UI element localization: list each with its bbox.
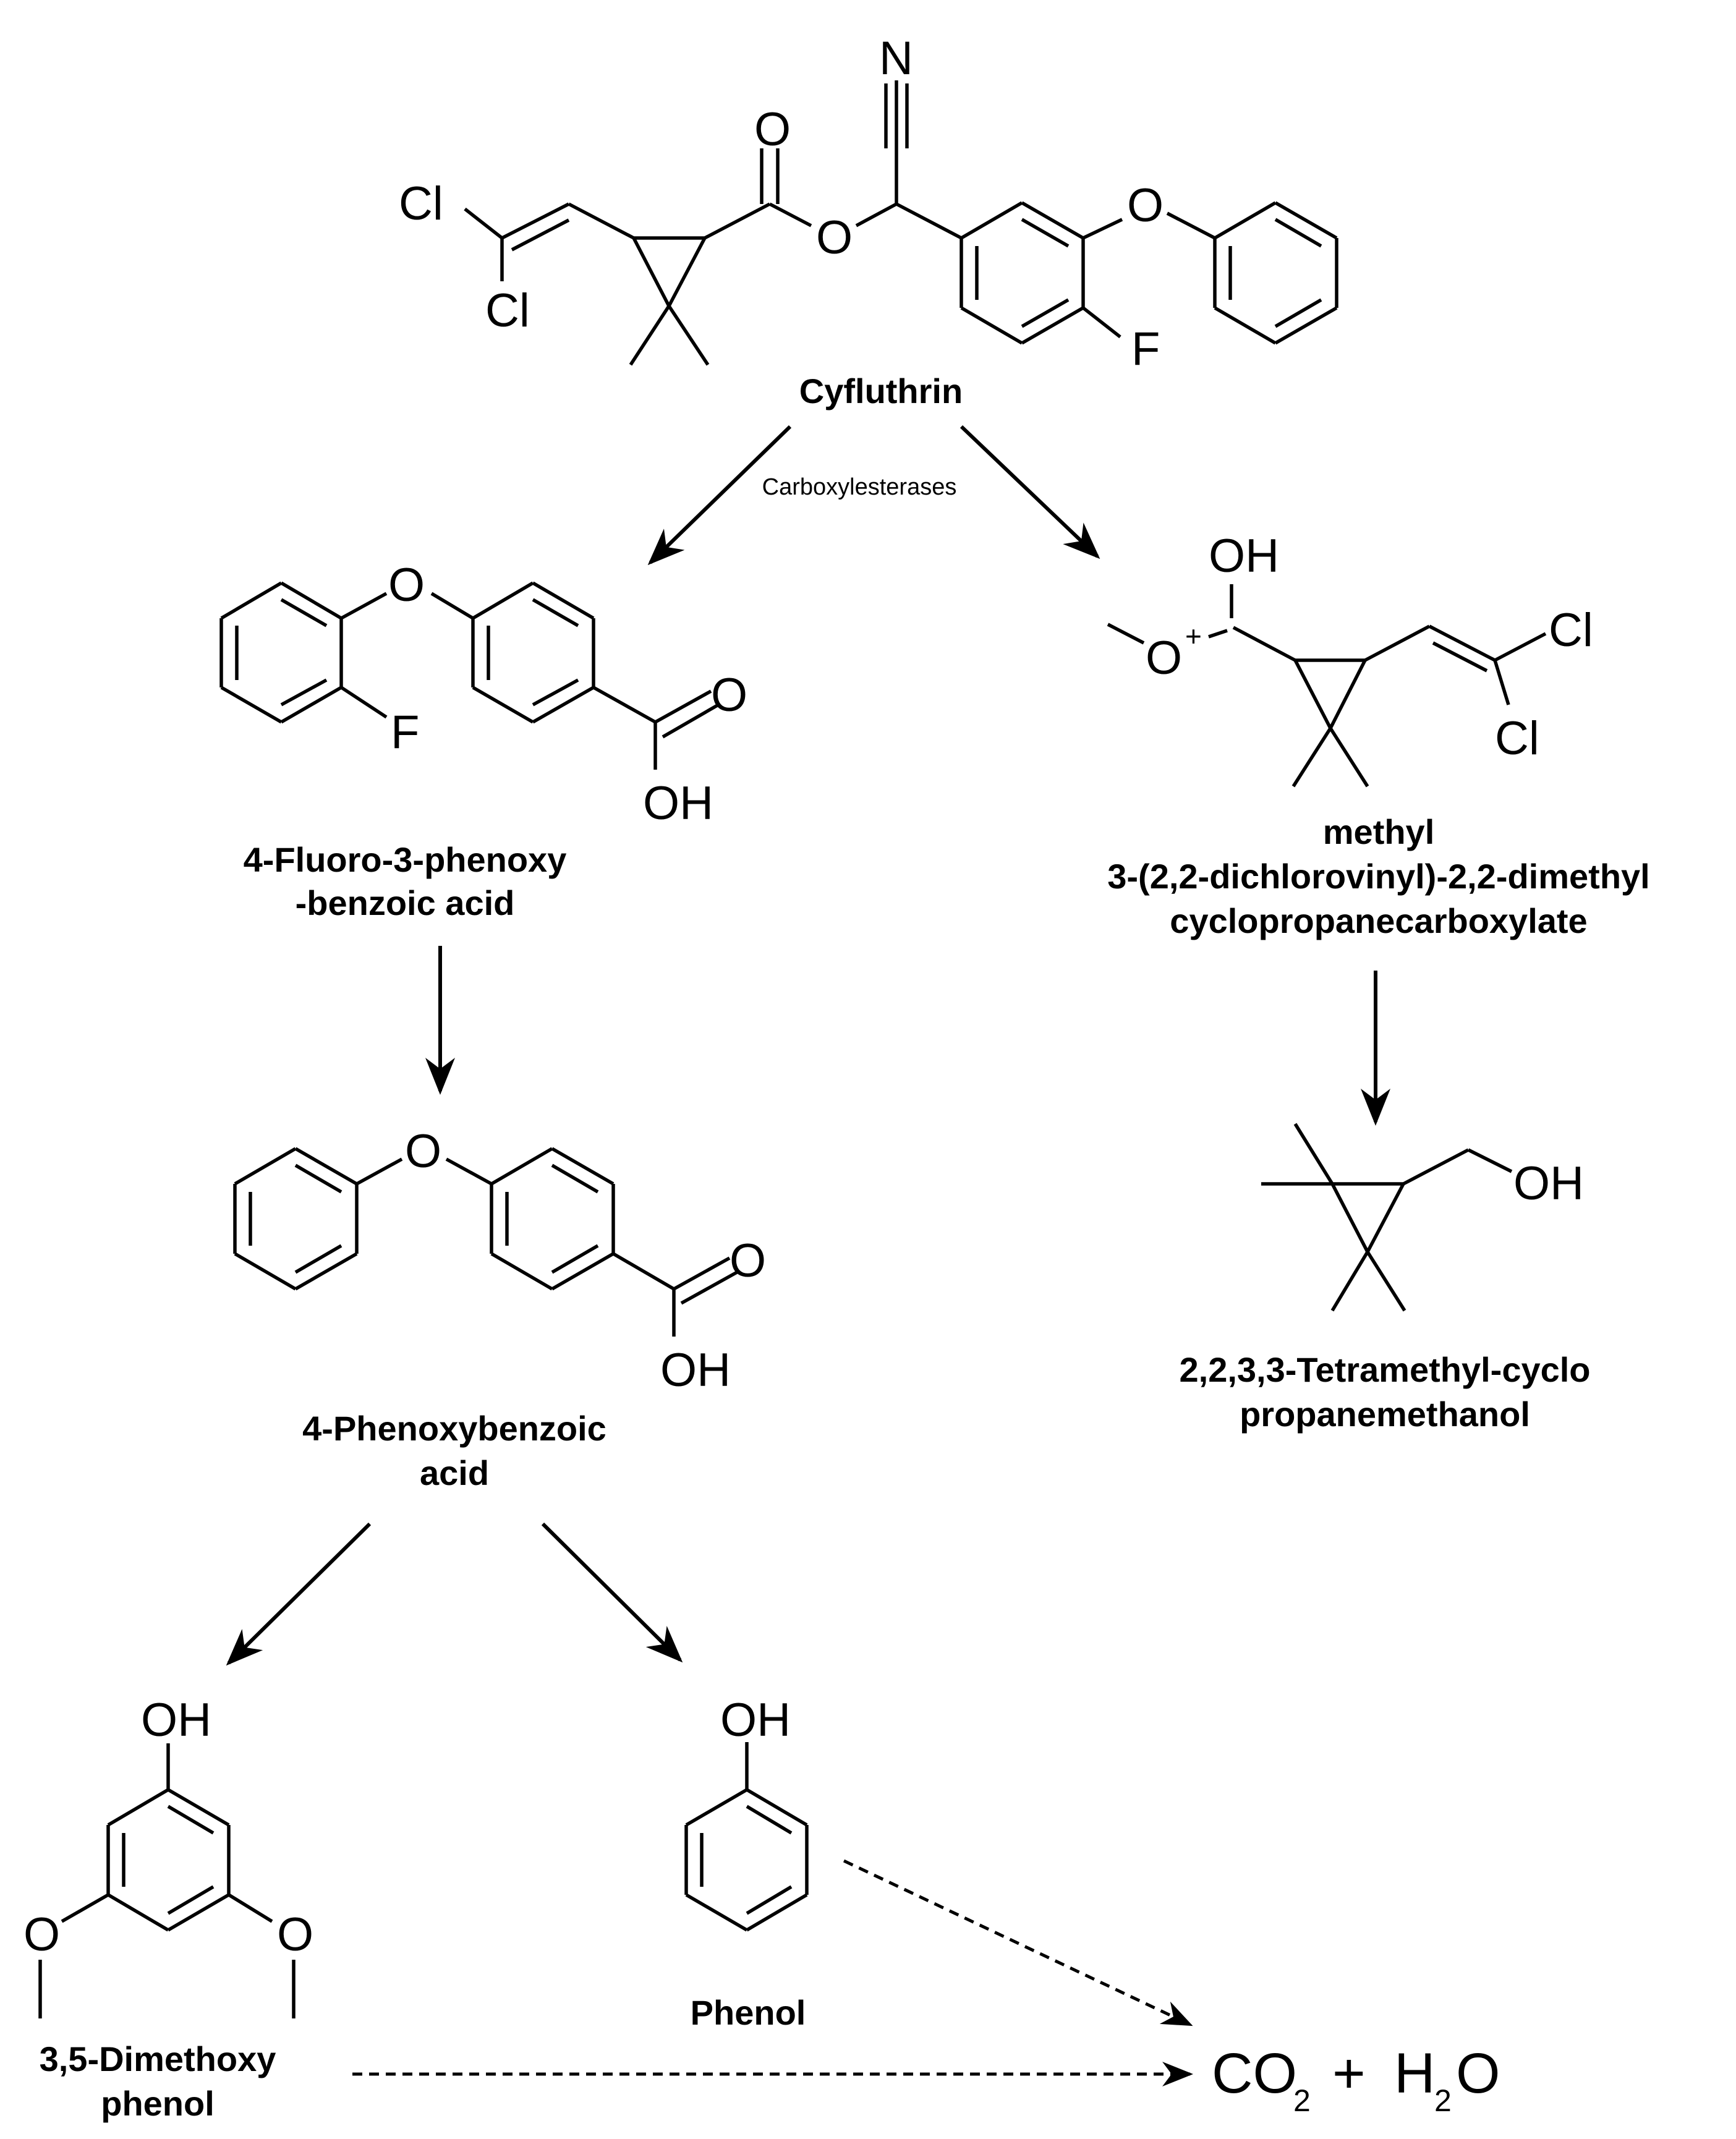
fluoro-acid-fluorine: F — [391, 706, 419, 759]
phenol-label: Phenol — [691, 1993, 806, 2032]
cyfluthrin-ester-oxygen: O — [816, 211, 853, 264]
cyfluthrin-structure: Cl Cl O O N O F Cyfluthrin — [399, 32, 1338, 410]
methyl-ester-label-line1: methyl — [1323, 812, 1435, 851]
fluoro-acid-ether-oxygen: O — [388, 559, 425, 611]
co2-subscript: 2 — [1293, 2083, 1311, 2118]
methyl-ester-oxonium-oxygen: O — [1146, 632, 1182, 684]
arrow-to-phenol — [541, 1522, 683, 1663]
methyl-ester-label-line3: cyclopropanecarboxylate — [1170, 901, 1587, 940]
cyfluthrin-nitrogen: N — [879, 32, 913, 85]
phenoxybenzoic-ether-oxygen: O — [405, 1125, 441, 1178]
cyfluthrin-ether-oxygen: O — [1127, 179, 1164, 232]
tetramethyl-label-line2: propanemethanol — [1240, 1395, 1530, 1434]
fluoro-acid-label-line1: 4-Fluoro-3-phenoxy — [244, 840, 567, 879]
fluoro-acid-carbonyl-oxygen: O — [711, 669, 747, 721]
cyfluthrin-chlorine-1: Cl — [399, 177, 443, 230]
cyfluthrin-fluorine: F — [1131, 323, 1160, 375]
methyl-ester-hydroxyl: OH — [1209, 530, 1279, 582]
h2o-h: H — [1394, 2042, 1435, 2105]
tetramethyl-structure — [1261, 1123, 1513, 1312]
enzyme-label: Carboxylesterases — [762, 474, 957, 500]
tetramethyl-label-line1: 2,2,3,3-Tetramethyl-cyclo — [1179, 1350, 1590, 1389]
arrow-to-dimethoxyphenol — [226, 1522, 372, 1666]
h2o-subscript: 2 — [1434, 2083, 1452, 2118]
phenoxybenzoic-carbonyl-oxygen: O — [730, 1235, 766, 1287]
fluoro-acid-label-line2: -benzoic acid — [296, 883, 515, 922]
phenol-hydroxyl: OH — [720, 1694, 791, 1746]
fluoro-acid-structure — [219, 581, 720, 770]
arrow-to-methyl-ester — [959, 425, 1100, 559]
phenoxybenzoic-label-line2: acid — [420, 1453, 489, 1492]
phenoxybenzoic-structure — [233, 1147, 738, 1337]
methyl-ester-chlorine-1: Cl — [1549, 604, 1593, 657]
dimethoxyphenol-structure — [38, 1743, 296, 2018]
co2-text: CO — [1212, 2042, 1297, 2105]
dimethoxyphenol-oxygen-left: O — [23, 1908, 60, 1961]
dashed-arrow-phenol-to-products — [843, 1859, 1193, 2026]
dimethoxyphenol-oxygen-right: O — [277, 1908, 313, 1961]
methyl-ester-positive-charge: + — [1185, 620, 1202, 652]
phenoxybenzoic-label-line1: 4-Phenoxybenzoic — [302, 1409, 606, 1448]
cyfluthrin-label: Cyfluthrin — [799, 372, 963, 410]
tetramethyl-hydroxyl: OH — [1513, 1157, 1584, 1210]
phenoxybenzoic-hydroxyl: OH — [660, 1344, 731, 1397]
methyl-ester-structure — [1107, 584, 1547, 788]
methyl-ester-chlorine-2: Cl — [1495, 712, 1539, 765]
methyl-ester-label-line2: 3-(2,2-dichlorovinyl)-2,2-dimethyl — [1107, 857, 1650, 896]
fluoro-acid-hydroxyl: OH — [643, 777, 713, 830]
h2o-o: O — [1456, 2042, 1500, 2105]
dimethoxyphenol-hydroxyl: OH — [141, 1694, 211, 1746]
final-products: CO 2 + H 2 O — [1212, 2042, 1500, 2118]
products-plus: + — [1332, 2042, 1366, 2105]
arrow-to-fluoro-acid — [647, 425, 792, 566]
cyfluthrin-carbonyl-oxygen: O — [754, 103, 791, 156]
dimethoxyphenol-label-line2: phenol — [101, 2084, 215, 2123]
dimethoxyphenol-label-line1: 3,5-Dimethoxy — [40, 2039, 276, 2078]
cyfluthrin-chlorine-2: Cl — [485, 284, 530, 337]
phenol-structure — [684, 1742, 809, 1932]
